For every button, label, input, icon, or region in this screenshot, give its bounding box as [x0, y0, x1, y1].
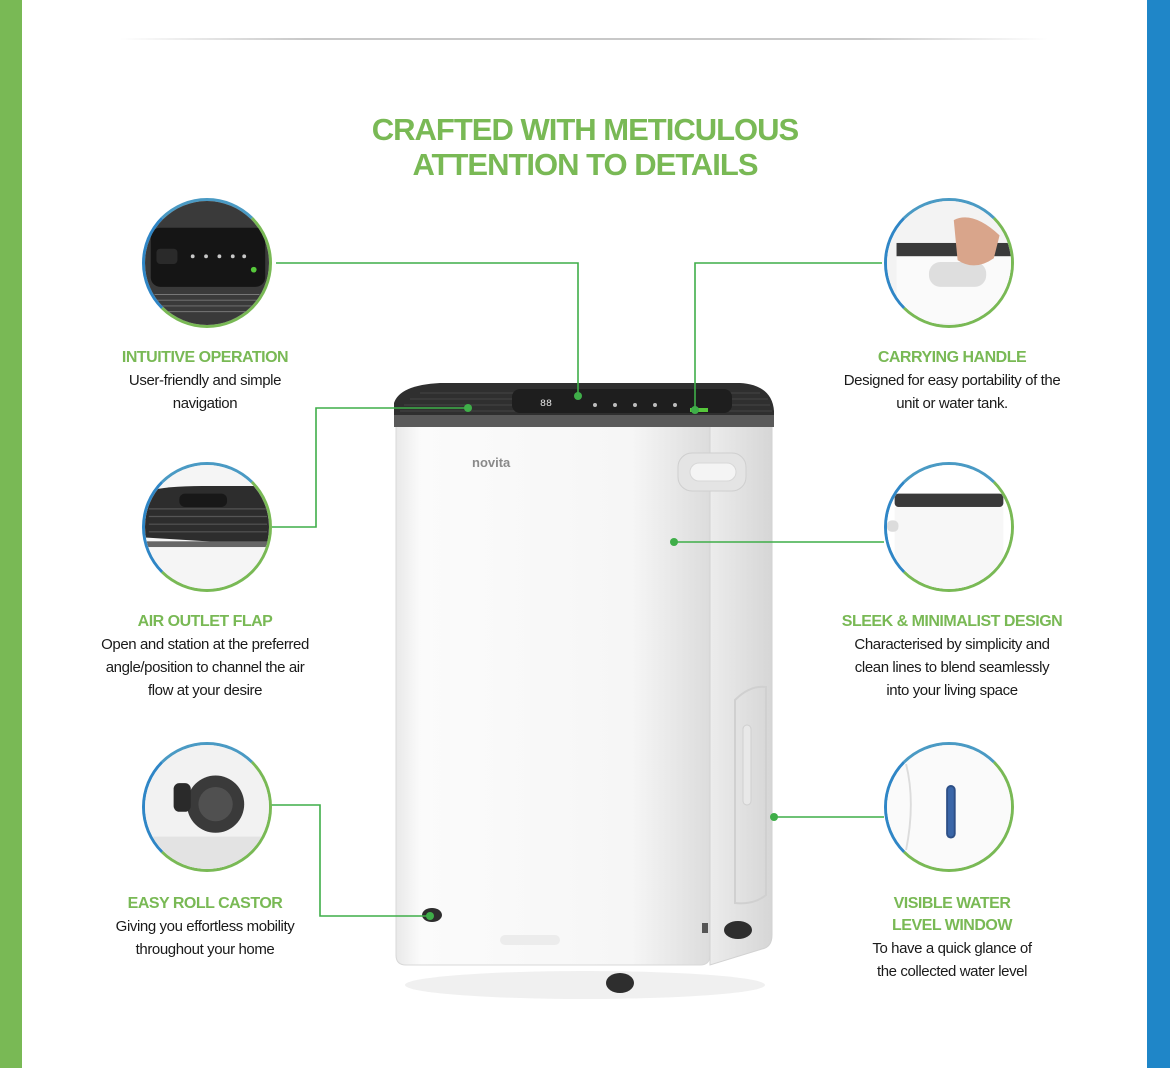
- connector-intuitive: [276, 262, 579, 396]
- feature-title: LEVEL WINDOW: [892, 917, 1012, 934]
- feature-desc-line: flow at your desire: [147, 682, 263, 699]
- headline-line-1: CRAFTED WITH METICULOUS: [371, 112, 799, 147]
- feature-sleek-design: SLEEK & MINIMALIST DESIGN Characterised …: [812, 611, 1092, 702]
- control-panel: [512, 389, 732, 413]
- feature-desc-line: navigation: [172, 395, 238, 412]
- feature-title: SLEEK & MINIMALIST DESIGN: [841, 613, 1063, 630]
- detail-circle-castor: [142, 742, 272, 872]
- connector-handle: [694, 262, 882, 410]
- feature-title: INTUITIVE OPERATION: [121, 349, 289, 366]
- water-window-icon: [887, 745, 1011, 869]
- body-side: [709, 414, 773, 966]
- connector-flap: [272, 407, 468, 528]
- top-divider: [120, 38, 1048, 40]
- connector-castor: [270, 804, 430, 917]
- air-outlet-icon: [145, 465, 269, 589]
- castor-front-right: [606, 973, 634, 993]
- feature-air-outlet-flap: AIR OUTLET FLAP Open and station at the …: [70, 611, 340, 702]
- feature-intuitive-operation: INTUITIVE OPERATION User-friendly and si…: [80, 347, 330, 415]
- feature-desc-line: throughout your home: [135, 941, 275, 958]
- control-panel-icon: [145, 201, 269, 325]
- feature-desc-line: unit or water tank.: [896, 395, 1008, 412]
- feature-desc-line: Characterised by simplicity and: [854, 636, 1050, 653]
- detail-circle-water-window: [884, 742, 1014, 872]
- right-accent-bar: [1147, 0, 1170, 1068]
- dehumidifier-illustration: 88 novita: [394, 383, 774, 999]
- feature-desc-line: angle/position to channel the air: [105, 659, 305, 676]
- feature-desc-line: into your living space: [886, 682, 1018, 699]
- feature-desc-line: Designed for easy portability of the: [843, 372, 1061, 389]
- feature-title: AIR OUTLET FLAP: [137, 613, 273, 630]
- feature-desc-line: Open and station at the preferred: [101, 636, 309, 653]
- feature-desc-line: the collected water level: [876, 963, 1028, 980]
- panel-display-text: 88: [540, 399, 552, 410]
- bottom-vent: [500, 935, 560, 945]
- castor-wheel-icon: [145, 745, 269, 869]
- floor-shadow: [405, 971, 765, 999]
- feature-desc-line: To have a quick glance of: [872, 940, 1032, 957]
- headline-line-2: ATTENTION TO DETAILS: [412, 147, 758, 182]
- feature-title: EASY ROLL CASTOR: [127, 895, 283, 912]
- top-panel-edge: [394, 415, 774, 427]
- feature-desc-line: User-friendly and simple: [128, 372, 282, 389]
- feature-desc-line: Giving you effortless mobility: [115, 918, 295, 935]
- feature-easy-roll-castor: EASY ROLL CASTOR Giving you effortless m…: [80, 893, 330, 961]
- left-accent-bar: [0, 0, 22, 1068]
- feature-carrying-handle: CARRYING HANDLE Designed for easy portab…: [812, 347, 1092, 415]
- detail-circle-handle: [884, 198, 1014, 328]
- detail-circle-sleek: [884, 462, 1014, 592]
- detail-circle-control-panel: [142, 198, 272, 328]
- castor-back-right: [724, 921, 752, 939]
- feature-desc-line: clean lines to blend seamlessly: [854, 659, 1050, 676]
- feature-title: VISIBLE WATER: [893, 895, 1011, 912]
- hand-handle-icon: [887, 201, 1011, 325]
- brand-logo: novita: [472, 455, 511, 470]
- unit-side-icon: [887, 465, 1011, 589]
- page-headline: CRAFTED WITH METICULOUS ATTENTION TO DET…: [300, 112, 870, 182]
- feature-title: CARRYING HANDLE: [877, 349, 1027, 366]
- water-window: [742, 724, 752, 806]
- detail-circle-air-flap: [142, 462, 272, 592]
- water-tank-outline: [734, 685, 767, 905]
- feature-water-level-window: VISIBLE WATER LEVEL WINDOW To have a qui…: [812, 893, 1092, 983]
